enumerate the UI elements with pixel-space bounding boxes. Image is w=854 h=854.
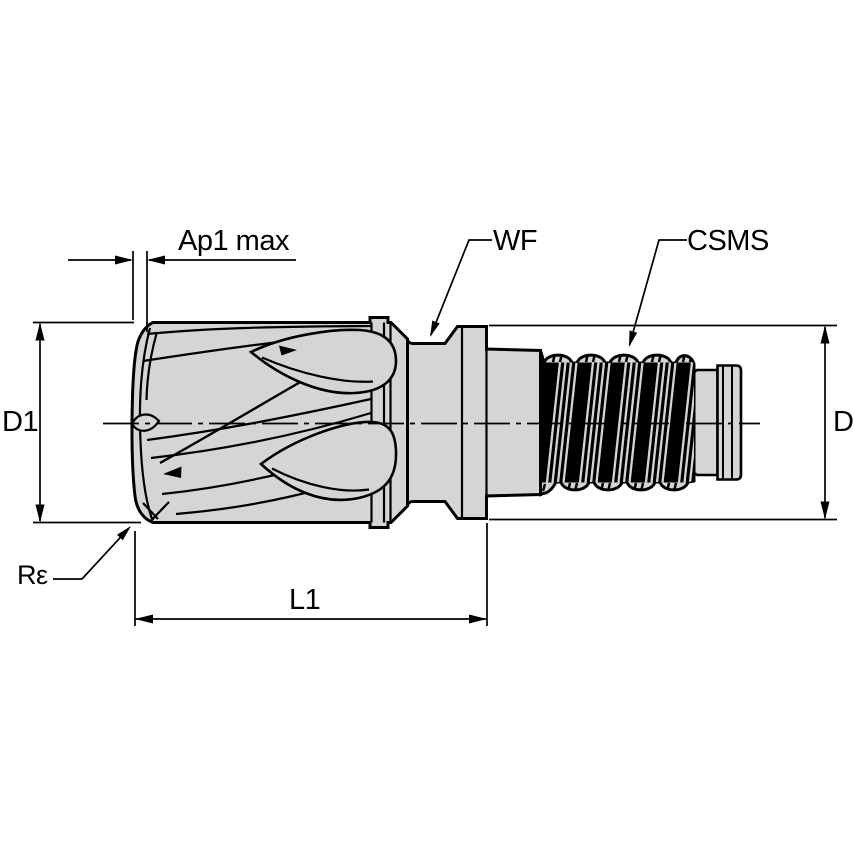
label-csms: CSMS [687,225,769,257]
label-d: D [833,406,854,438]
label-l1: L1 [289,584,321,616]
leader-corner-radius [53,526,131,580]
dimension-d1 [33,321,141,524]
leader-csms [628,239,687,347]
dimensions [33,239,837,626]
dimension-l1 [134,523,488,626]
label-ap1-max: Ap1 max [178,225,289,257]
leader-wf [430,239,492,337]
neck-collar [406,325,542,520]
tool-body [103,316,760,529]
label-wf: WF [493,225,538,257]
pilot-stub [692,368,719,477]
cutting-head [130,316,410,529]
label-d1: D1 [2,406,39,438]
end-ring [716,364,743,481]
thread-highlight-lines [545,362,694,483]
dimension-d [489,324,837,521]
thread-section [539,349,696,496]
dimension-ap1 [68,251,296,332]
label-corner-radius: Rε [17,560,48,590]
flutes [131,322,398,523]
